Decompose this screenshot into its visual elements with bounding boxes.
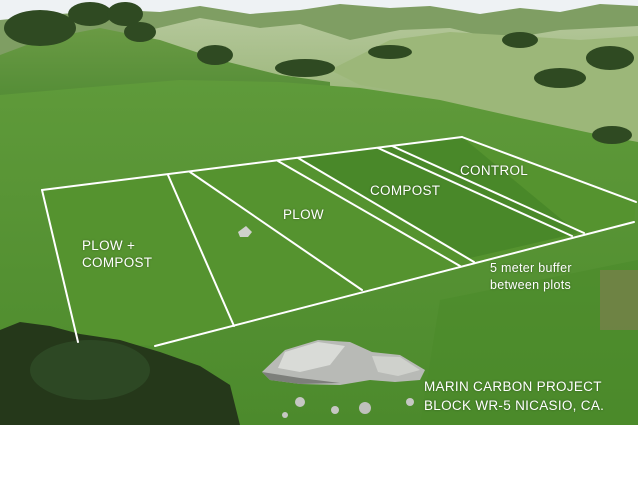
buffer-line-2a [277,160,461,267]
plot-label-plow-compost-line1: PLOW + [82,238,136,253]
buffer-line-3b [391,145,585,234]
buffer-note-line2: between plots [490,278,572,292]
plot-label-control: CONTROL [460,163,529,178]
plot-label-plow: PLOW [283,207,324,222]
bottom-boundary-line [154,221,635,347]
plot-label-compost: COMPOST [370,183,441,198]
buffer-note-line1: 5 meter buffer [490,261,572,275]
right-edge-soil [600,270,638,330]
lower-right-slope [420,260,638,425]
caption-line1: MARIN CARBON PROJECT [424,379,602,394]
plot-label-plow-compost-line2: COMPOST [82,255,153,270]
rock-outcrop [262,340,425,418]
tree-clusters [4,2,634,144]
right-boundary-line [461,136,637,203]
caption-line2: BLOCK WR-5 NICASIO, CA. [424,398,605,413]
left-boundary-line [41,189,79,343]
buffer-line-1a [167,174,235,327]
foreground-tree-highlight [30,340,150,400]
buffer-line-1b [189,171,363,291]
hillside-scene [0,0,638,425]
small-rock [238,226,252,237]
right-hill [330,32,638,150]
buffer-line-3a [377,147,573,237]
hillside-photo: PLOW + COMPOST PLOW COMPOST CONTROL 5 me… [0,0,638,425]
plot-boundary-lines [41,136,637,347]
buffer-line-2b [297,157,475,263]
plot-stripes [300,137,578,258]
blank-margin [0,425,638,479]
